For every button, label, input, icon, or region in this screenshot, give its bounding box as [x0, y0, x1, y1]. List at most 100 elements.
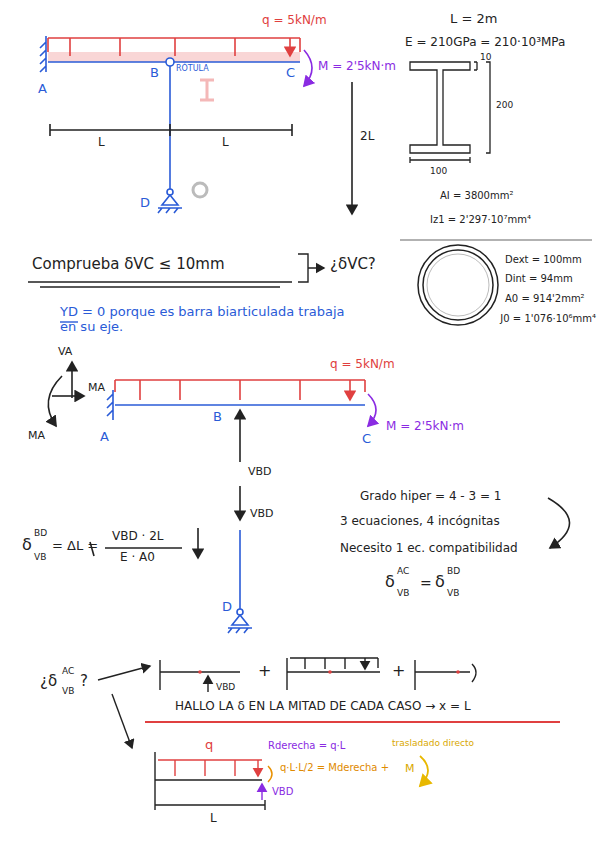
superposition: [420, 756, 428, 786]
label: C: [362, 432, 371, 447]
free-body: [228, 615, 252, 633]
label: 100: [430, 166, 447, 176]
superposition: [207, 676, 208, 692]
label: D: [222, 600, 232, 615]
heading-marks: [28, 282, 292, 287]
label: M: [405, 763, 415, 776]
i-section: [410, 62, 470, 153]
label: A0 = 914'2mm²: [505, 293, 585, 305]
superposition: [305, 658, 365, 669]
superposition: [198, 670, 202, 674]
label: +: [258, 662, 271, 680]
top-beam: [70, 38, 290, 56]
superposition: [155, 800, 265, 810]
superposition: [328, 670, 332, 674]
superposition: [158, 759, 262, 760]
superposition: [155, 752, 262, 800]
label: M = 2'5kN·m: [386, 420, 464, 434]
label: Dext = 100mm: [505, 254, 582, 266]
free-body: [48, 376, 62, 426]
heading-marks: [298, 254, 324, 282]
free-body: [548, 498, 570, 548]
top-beam: [158, 195, 182, 213]
label: VBD: [250, 508, 274, 521]
top-beam: [166, 58, 174, 66]
label: 2L: [360, 130, 374, 144]
label: BD: [447, 566, 460, 576]
top-beam: [351, 82, 353, 214]
free-body: [140, 380, 350, 400]
label: VB: [62, 686, 74, 696]
separator: [400, 239, 592, 241]
label: L: [222, 136, 229, 150]
label: VB: [447, 588, 459, 598]
label: YD = 0 porque es barra biarticulada trab…: [60, 305, 360, 335]
label: 200: [496, 100, 513, 110]
label: ?: [80, 673, 88, 690]
label: C: [286, 66, 295, 81]
superposition: [290, 658, 378, 668]
label: Rderecha = q·L: [268, 740, 345, 752]
label: VBD · 2L: [112, 530, 163, 544]
label: q·L·L/2 = Mderecha +: [280, 762, 389, 774]
label: VB: [34, 552, 46, 562]
label: ¿δVC?: [330, 256, 376, 273]
free-body: [71, 362, 73, 398]
tube-section: [418, 245, 498, 325]
superposition: [472, 664, 476, 682]
tube-section: [418, 245, 498, 325]
label: RÓTULA: [176, 64, 209, 73]
superposition: [456, 670, 460, 674]
top-beam: [200, 80, 214, 100]
free-body: [239, 410, 241, 462]
label: =: [420, 575, 432, 591]
label: D: [140, 196, 150, 211]
label: Necesito 1 ec. compatibilidad: [340, 542, 518, 556]
top-beam: [304, 50, 312, 86]
label: B: [213, 410, 222, 425]
label: L: [210, 812, 217, 826]
label: AI = 3800mm²: [440, 190, 513, 202]
label: E · A0: [120, 551, 155, 565]
top-beam: [50, 124, 292, 136]
label: HALLO LA δ EN LA MITAD DE CADA CASO → x …: [175, 700, 471, 714]
label: q: [205, 738, 213, 753]
free-body: [368, 394, 376, 426]
label: B: [150, 66, 159, 81]
label: Grado hiper = 4 - 3 = 1: [360, 490, 501, 504]
label: L = 2m: [450, 12, 497, 27]
i-section: [474, 62, 477, 70]
free-body: [105, 547, 182, 549]
label: Iz1 = 2'297·10⁷mm⁴: [430, 214, 531, 226]
label: ¿δ: [40, 673, 57, 690]
top-beam: [40, 36, 352, 214]
tube-section: [427, 254, 489, 316]
label: AC: [62, 666, 74, 676]
top-beam: [40, 36, 46, 72]
superposition: [268, 766, 272, 782]
label: = ΔL =: [52, 539, 98, 554]
free-body: [115, 404, 365, 406]
label: A: [38, 82, 47, 97]
superposition: [261, 784, 262, 800]
label: trasladado directo: [392, 738, 474, 748]
i-section: [410, 62, 490, 163]
label: δ: [435, 573, 445, 591]
superposition: [98, 666, 150, 680]
label: VBD: [216, 682, 235, 692]
label: BD: [34, 528, 47, 538]
label: L: [98, 136, 105, 150]
superposition: [112, 694, 132, 748]
label: VB: [397, 588, 409, 598]
label: M = 2'5kN·m: [318, 60, 396, 74]
label: VBD: [248, 466, 272, 479]
superposition: [287, 658, 380, 690]
label: MA: [88, 382, 105, 395]
i-section: [410, 157, 470, 163]
label: 3 ecuaciones, 4 incógnitas: [340, 515, 500, 529]
label: VA: [58, 346, 72, 359]
superposition: [415, 660, 470, 690]
label: δ: [385, 573, 395, 591]
label: Comprueba δVC ≤ 10mm: [32, 256, 225, 273]
